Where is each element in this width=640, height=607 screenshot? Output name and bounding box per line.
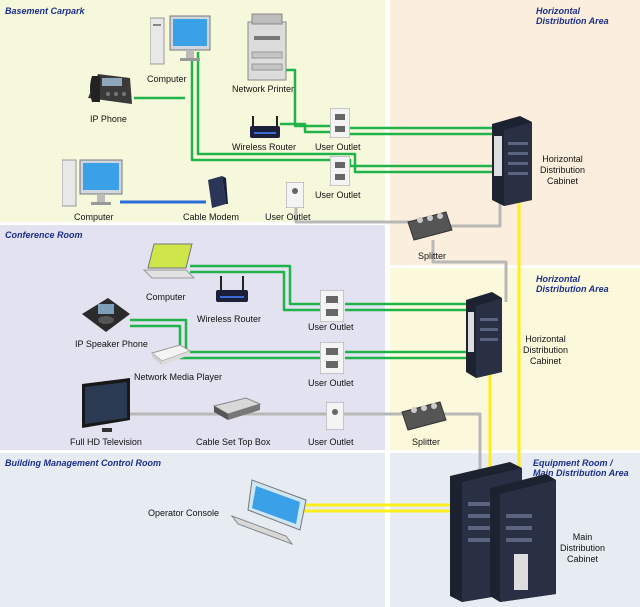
zone-title-er-line1: Equipment Room / xyxy=(533,458,613,468)
cable-modem-icon xyxy=(208,176,228,208)
green-cable-laptop-to-outlet4-b xyxy=(190,270,320,312)
green-cable-laptop-to-outlet4-a xyxy=(190,264,320,306)
zone-title-bmcr: Building Management Control Room xyxy=(5,458,161,468)
zone-title-hda-top-line2: Distribution Area xyxy=(536,16,609,26)
full-hd-tv-icon xyxy=(82,378,130,432)
user-outlet-3-label: User Outlet xyxy=(265,212,311,222)
zone-bmcr xyxy=(0,453,385,607)
user-outlet-6-label: User Outlet xyxy=(308,437,354,447)
grey-cable-splitter-conf-to-mdc xyxy=(440,412,482,470)
ip-speaker-phone-icon xyxy=(82,298,130,332)
green-cable-speaker-to-outlet5-b xyxy=(130,324,320,360)
ip-phone-icon xyxy=(88,74,132,104)
main-distribution-cabinet-icon xyxy=(450,462,556,602)
zone-title-er-line2: Main Distribution Area xyxy=(533,468,629,478)
zone-title-hda-top: Horizontal Distribution Area xyxy=(536,6,609,26)
green-cable-computer-top-to-hdc-2 xyxy=(196,52,492,174)
zone-title-hda-top-line1: Horizontal xyxy=(536,6,580,16)
splitter-conf-icon xyxy=(401,401,447,431)
mdc-label-line2: Distribution xyxy=(560,543,606,553)
mdc-label-line3: Cabinet xyxy=(567,554,599,564)
user-outlet-3-icon xyxy=(286,182,304,208)
cable-set-top-box-label: Cable Set Top Box xyxy=(196,437,271,447)
wireless-router-conf-label: Wireless Router xyxy=(197,314,262,324)
laptop-label: Computer xyxy=(146,292,186,302)
hdc-top-label-line3: Cabinet xyxy=(547,176,579,186)
mdc-label-line1: Main xyxy=(572,532,593,542)
user-outlet-1-icon xyxy=(330,108,350,138)
operator-console-icon xyxy=(230,479,307,546)
computer-bottom-label: Computer xyxy=(74,212,114,222)
grey-cable-splitter-to-hdc-mid xyxy=(431,240,508,302)
computer-top-icon xyxy=(150,15,211,65)
laptop-icon xyxy=(142,243,196,279)
zone-title-basement: Basement Carpark xyxy=(5,6,85,16)
green-cable-router-to-outlet1 xyxy=(280,122,330,134)
user-outlet-6-icon xyxy=(326,402,344,430)
hdc-top-label: Horizontal Distribution Cabinet xyxy=(540,154,585,187)
hdc-top-label-line1: Horizontal xyxy=(542,154,583,164)
cable-set-top-box-icon xyxy=(212,397,262,420)
splitter-top-icon xyxy=(407,211,453,241)
zone-title-hda-mid-line1: Horizontal xyxy=(536,274,580,284)
wireless-router-top-icon xyxy=(250,116,280,138)
green-cable-printer-to-outlet1 xyxy=(286,68,330,128)
hdc-mid-label-line2: Distribution xyxy=(523,345,569,355)
ip-speaker-phone-label: IP Speaker Phone xyxy=(75,339,148,349)
user-outlet-1-label: User Outlet xyxy=(315,142,361,152)
splitter-top-label: Splitter xyxy=(418,251,447,261)
hdc-mid-label-line1: Horizontal xyxy=(525,334,566,344)
zone-title-hda-mid: Horizontal Distribution Area xyxy=(536,274,609,294)
zone-title-conference: Conference Room xyxy=(5,230,83,240)
hdc-top-label-line2: Distribution xyxy=(540,165,586,175)
computer-top-label: Computer xyxy=(147,74,187,84)
user-outlet-5-icon xyxy=(320,342,344,374)
green-cable-speaker-to-outlet5-a xyxy=(130,318,320,354)
hdc-mid-label-line3: Cabinet xyxy=(530,356,562,366)
ip-phone-label: IP Phone xyxy=(90,114,127,124)
wireless-router-top-label: Wireless Router xyxy=(232,142,297,152)
zone-title-equipment-room: Equipment Room / Main Distribution Area xyxy=(533,458,629,478)
network-printer-label: Network Printer xyxy=(232,84,295,94)
zone-title-hda-mid-line2: Distribution Area xyxy=(536,284,609,294)
user-outlet-5-label: User Outlet xyxy=(308,378,354,388)
operator-console-label: Operator Console xyxy=(148,508,220,518)
user-outlet-4-icon xyxy=(320,290,344,322)
network-media-player-label: Network Media Player xyxy=(134,372,223,382)
splitter-conf-label: Splitter xyxy=(412,437,441,447)
user-outlet-2-label: User Outlet xyxy=(315,190,361,200)
network-media-player-icon xyxy=(150,344,192,365)
hdc-mid-label: Horizontal Distribution Cabinet xyxy=(523,334,568,367)
hdc-mid-icon xyxy=(466,292,502,378)
full-hd-tv-label: Full HD Television xyxy=(70,437,142,447)
network-printer-icon xyxy=(247,13,287,81)
user-outlet-2-icon xyxy=(330,156,350,186)
hdc-top-icon xyxy=(492,116,532,206)
wireless-router-conf-icon xyxy=(216,276,248,302)
green-cable-computer-top-to-hdc xyxy=(190,52,492,168)
cable-modem-label: Cable Modem xyxy=(183,212,240,222)
user-outlet-4-label: User Outlet xyxy=(308,322,354,332)
main-distribution-cabinet-label: Main Distribution Cabinet xyxy=(560,532,605,565)
computer-bottom-icon xyxy=(62,159,123,207)
